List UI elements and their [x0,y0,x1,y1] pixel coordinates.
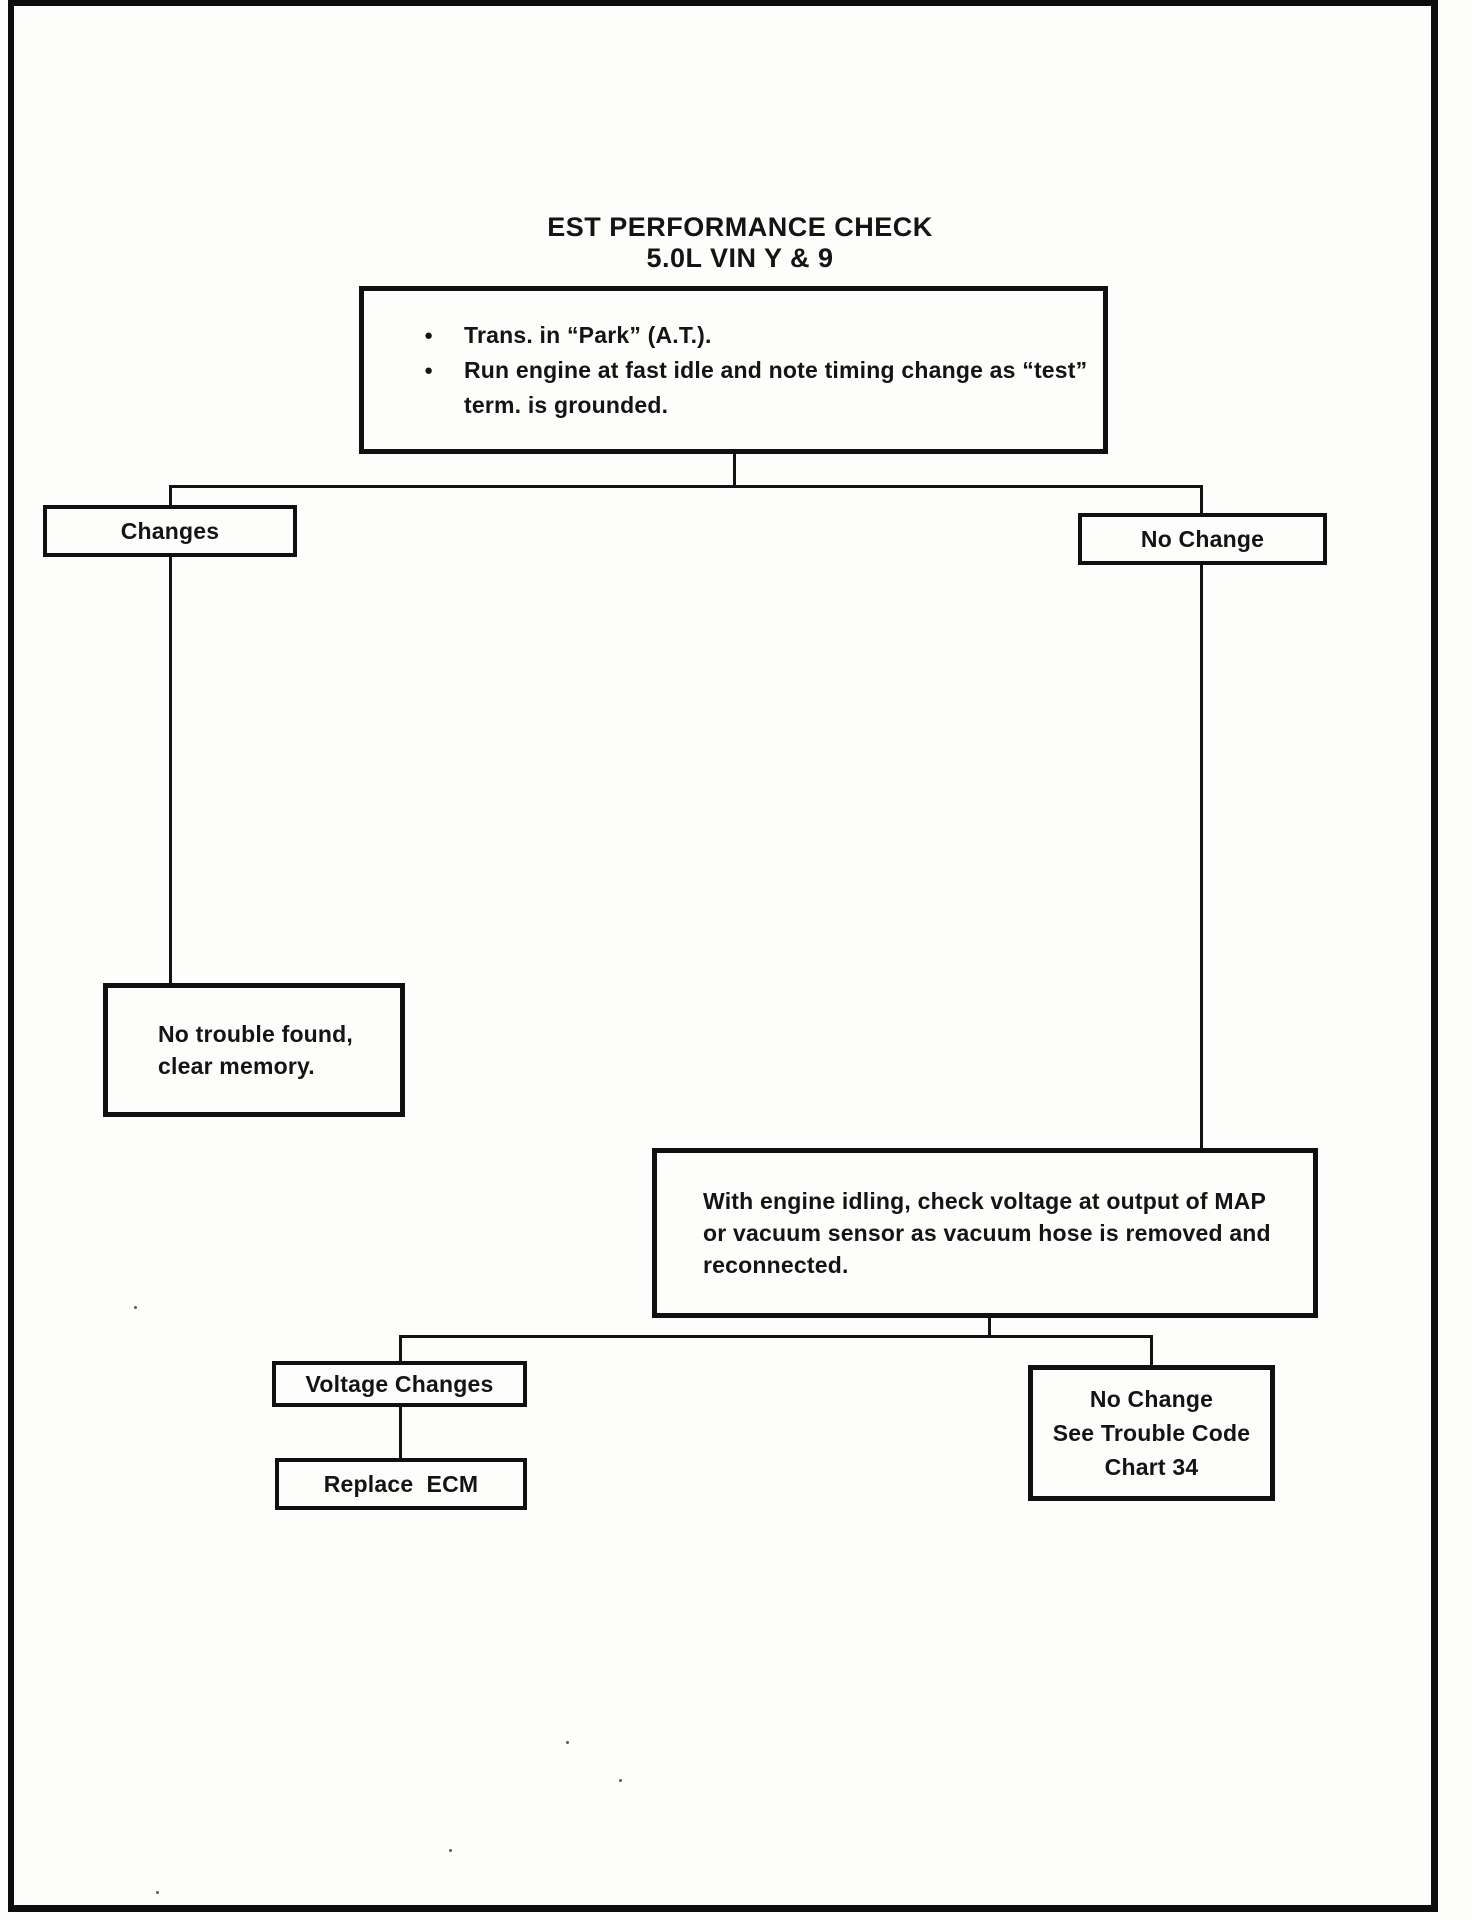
node-replace-ecm-label: Replace ECM [323,1471,479,1497]
connector-top-stub [733,452,736,488]
node-map-check-text: With engine idling, check voltage at out… [703,1188,1271,1278]
node-instructions: ● Trans. in “Park” (A.T.). ● Run engine … [359,286,1108,454]
chart-title-line2: 5.0L VIN Y & 9 [646,243,834,273]
bullet-icon: ● [424,361,434,379]
instruction-text-1: Trans. in “Park” (A.T.). [464,321,712,348]
instruction-list: ● Trans. in “Park” (A.T.). ● Run engine … [364,318,1103,423]
scan-speck [134,1306,137,1309]
scan-speck [449,1849,452,1852]
page-border [8,0,1438,1912]
connector-nochange-drop [1200,485,1203,517]
scan-speck [566,1741,569,1744]
node-no-change-label: No Change [1140,526,1265,552]
node-voltage-changes-label: Voltage Changes [305,1371,494,1397]
connector-voltage-drop [399,1335,402,1365]
node-no-trouble: No trouble found, clear memory. [103,983,405,1117]
node-voltage-changes: Voltage Changes [272,1361,527,1407]
node-no-trouble-text: No trouble found, clear memory. [158,1021,354,1079]
node-changes-label: Changes [120,518,220,544]
node-no-change: No Change [1078,513,1327,565]
connector-changes-result [169,555,172,987]
node-replace-ecm: Replace ECM [275,1458,527,1510]
chart-title-line1: EST PERFORMANCE CHECK [547,212,933,242]
node-no-change-chart34-text: No Change See Trouble Code Chart 34 [1052,1386,1251,1480]
connector-replace-drop [399,1404,402,1462]
connector-changes-drop [169,485,172,509]
node-no-change-chart34: No Change See Trouble Code Chart 34 [1028,1365,1275,1501]
scan-speck [156,1891,159,1894]
chart-title: EST PERFORMANCE CHECK 5.0L VIN Y & 9 [360,212,1120,274]
bullet-icon: ● [424,326,434,344]
instruction-item-1: ● Trans. in “Park” (A.T.). [424,318,1103,353]
instruction-text-2: Run engine at fast idle and note timing … [464,356,1088,418]
connector-nochange-result [1200,563,1203,1152]
connector-map-branch-bar [399,1335,1153,1338]
instruction-item-2: ● Run engine at fast idle and note timin… [424,353,1103,423]
node-changes: Changes [43,505,297,557]
connector-chart34-drop [1150,1335,1153,1369]
scan-speck [619,1779,622,1782]
node-map-check: With engine idling, check voltage at out… [652,1148,1318,1318]
connector-branch-bar [169,485,1203,488]
connector-map-stub [988,1314,991,1338]
